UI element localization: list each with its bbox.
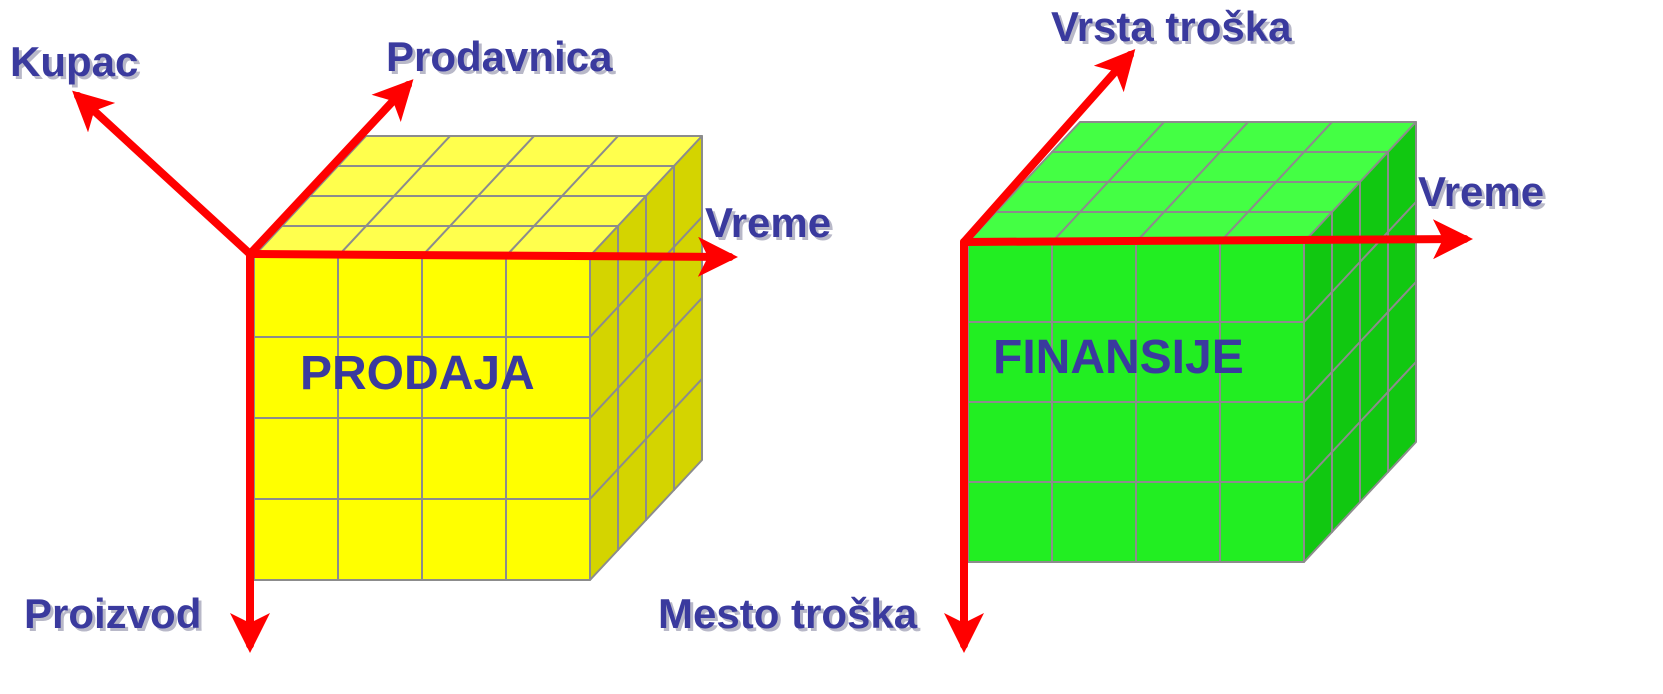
cell-front-face — [337, 255, 423, 338]
axis-label-shadow-mesto-troska: Mesto troška — [661, 593, 921, 640]
cell-front-face — [1219, 401, 1305, 483]
cube-cell — [1135, 401, 1221, 483]
axis-label-shadow-vreme-2: Vreme — [1421, 171, 1547, 218]
cube-title-prodaja: PRODAJA — [300, 347, 535, 400]
cube-cell — [1051, 211, 1165, 323]
cell-front-face — [505, 255, 591, 338]
cell-front-face — [1219, 481, 1305, 563]
cube-cell — [505, 306, 619, 419]
arrow-vreme-2 — [960, 219, 1473, 260]
arrow-vrsta-troska — [960, 49, 1136, 246]
cube-cell — [505, 225, 619, 338]
cube-cell — [421, 498, 507, 581]
cell-front-face — [421, 417, 507, 500]
arrow-vreme-1 — [246, 236, 738, 277]
cell-front-face — [421, 255, 507, 338]
cube-cell — [1219, 291, 1333, 403]
cell-front-face — [421, 498, 507, 581]
axis-label-vreme-2: Vreme — [1418, 168, 1544, 215]
cube-cell — [1051, 401, 1137, 483]
axis-label-shadow-proizvod: Proizvod — [27, 593, 204, 640]
cube-cell — [1219, 371, 1333, 483]
cube-cell — [253, 498, 339, 581]
axis-label-shadow-vrsta-troska: Vrsta troška — [1054, 6, 1295, 53]
cube-cell — [1051, 481, 1137, 563]
axis-label-kupac: Kupac — [10, 38, 138, 85]
cube-cell — [337, 498, 423, 581]
cube-prodaja — [253, 135, 703, 581]
cube-finansije — [967, 121, 1417, 563]
axis-label-shadow-prodavnica: Prodavnica — [389, 36, 616, 83]
cell-front-face — [1219, 241, 1305, 323]
cell-front-face — [253, 498, 339, 581]
cell-front-face — [967, 401, 1053, 483]
cell-front-face — [967, 241, 1053, 323]
cell-front-face — [337, 417, 423, 500]
axis-label-vrsta-troska: Vrsta troška — [1051, 3, 1292, 50]
cell-front-face — [1051, 481, 1137, 563]
cube-cell — [421, 417, 507, 500]
cell-front-face — [253, 417, 339, 500]
cell-front-face — [1135, 401, 1221, 483]
cell-front-face — [1051, 401, 1137, 483]
cube-cell — [1219, 211, 1333, 323]
cube-prodaja-labels: Kupac Kupac Prodavnica Prodavnica Vreme … — [10, 33, 834, 640]
cube-prodaja-axes — [72, 79, 738, 653]
cube-cell — [967, 481, 1053, 563]
cube-cell — [967, 401, 1053, 483]
arrow-kupac — [72, 90, 254, 258]
cube-cell — [253, 417, 339, 500]
cube-cell — [337, 225, 451, 338]
arrow-prodavnica — [246, 79, 414, 258]
cube-cell — [1135, 211, 1249, 323]
axis-label-vreme-1: Vreme — [705, 199, 831, 246]
cell-front-face — [1135, 481, 1221, 563]
cube-title-finansije: FINANSIJE — [993, 331, 1244, 384]
cell-front-face — [337, 498, 423, 581]
axis-label-proizvod: Proizvod — [24, 590, 201, 637]
cell-front-face — [967, 481, 1053, 563]
cell-front-face — [253, 255, 339, 338]
cell-front-face — [1135, 241, 1221, 323]
cell-front-face — [505, 417, 591, 500]
axis-label-shadow-kupac: Kupac — [13, 41, 141, 88]
cube-finansije-labels: Vrsta troška Vrsta troška Vreme Vreme Me… — [658, 3, 1547, 640]
cell-front-face — [1051, 241, 1137, 323]
cube-cell — [337, 417, 423, 500]
cell-front-face — [505, 498, 591, 581]
cube-cell — [1135, 481, 1221, 563]
axis-label-prodavnica: Prodavnica — [386, 33, 613, 80]
axis-label-mesto-troska: Mesto troška — [658, 590, 918, 637]
cube-finansije-axes — [944, 49, 1473, 653]
